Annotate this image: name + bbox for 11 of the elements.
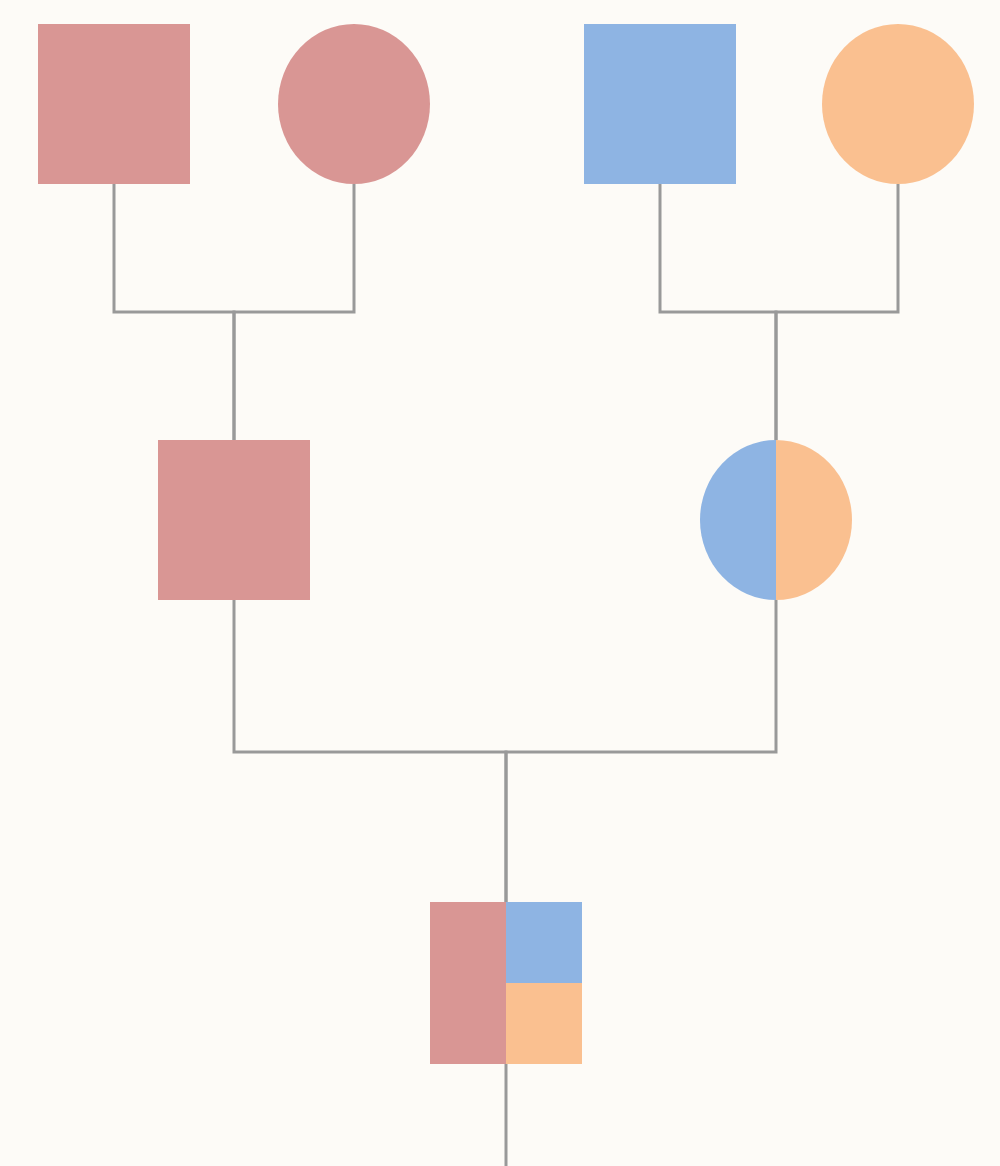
- connector-line: [232, 184, 356, 440]
- female-circle: [822, 24, 974, 184]
- male-square: [38, 24, 190, 184]
- child-square: [430, 902, 582, 1064]
- connector-line: [504, 1064, 508, 1166]
- female-circle: [278, 24, 430, 184]
- connector-line: [774, 184, 900, 440]
- female-circle: [700, 440, 852, 600]
- connector-line: [504, 600, 778, 902]
- male-square: [158, 440, 310, 600]
- male-square: [584, 24, 736, 184]
